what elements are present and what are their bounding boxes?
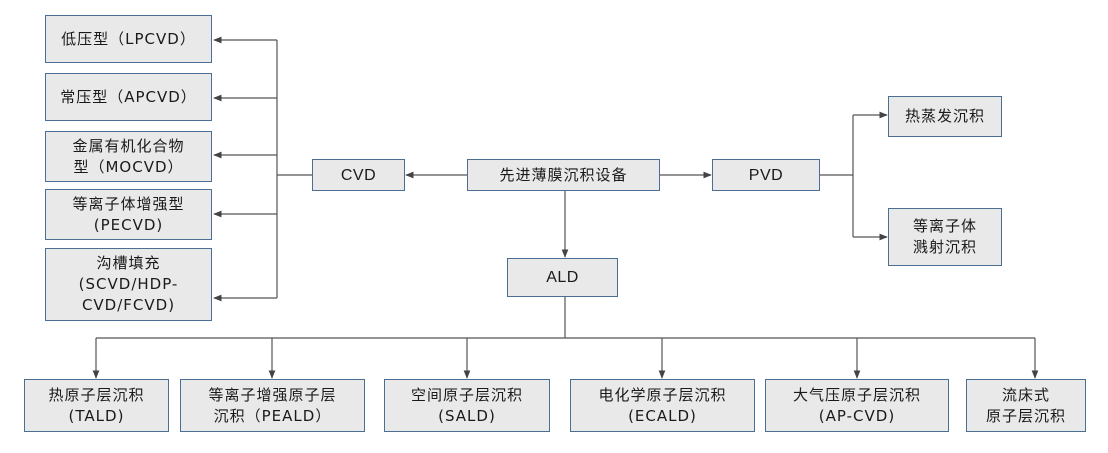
ald-child-ecald: 电化学原子层沉积 (ECALD): [570, 379, 755, 432]
ald-label: ALD: [546, 269, 579, 286]
cvd-label: CVD: [340, 166, 377, 184]
ald-child-tald: 热原子层沉积 (TALD): [24, 379, 169, 432]
cvd-child-lpcvd: 低压型（LPCVD）: [45, 15, 212, 63]
cvd-child-mocvd: 金属有机化合物 型（MOCVD）: [45, 131, 212, 182]
pvd-child-plasma-sputtering: 等离子体 溅射沉积: [888, 208, 1002, 266]
ald-child-peald: 等离子增强原子层 沉积（PEALD）: [180, 379, 365, 432]
pvd-node: PVD: [712, 159, 820, 191]
cvd-child-trench-fill: 沟槽填充 (SCVD/HDP- CVD/FCVD): [45, 248, 212, 321]
cvd-child-apcvd: 常压型（APCVD）: [45, 73, 212, 121]
pvd-child-thermal-evaporation: 热蒸发沉积: [888, 96, 1002, 137]
ald-child-sald: 空间原子层沉积 (SALD): [384, 379, 550, 432]
cvd-node: CVD: [312, 159, 405, 191]
root-label: 先进薄膜沉积设备: [499, 165, 628, 184]
root-node: 先进薄膜沉积设备: [467, 159, 660, 191]
ald-child-flow-bed: 流床式 原子层沉积: [966, 379, 1086, 432]
pvd-label: PVD: [748, 166, 784, 184]
cvd-child-pecvd: 等离子体增强型 (PECVD): [45, 189, 212, 240]
ald-node: ALD: [507, 258, 618, 297]
ald-child-ap-cvd: 大气压原子层沉积 (AP-CVD): [765, 379, 949, 432]
